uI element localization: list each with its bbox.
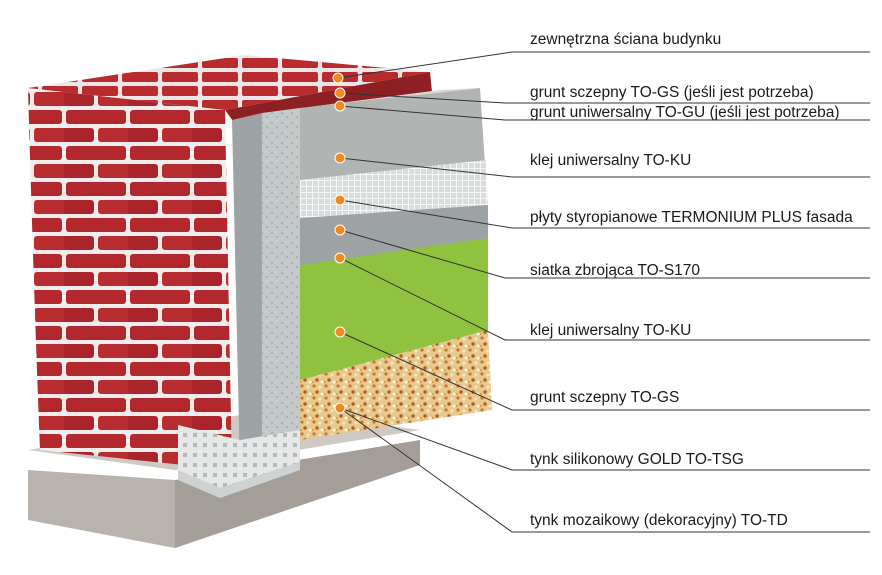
corner-profile xyxy=(178,425,300,488)
brick-wall-top xyxy=(28,55,430,110)
leader-line xyxy=(339,157,870,178)
corner-profile-lip xyxy=(178,462,300,498)
layer-label: zewnętrzna ściana budynku xyxy=(530,31,721,48)
reinforcing-mesh xyxy=(300,160,488,222)
leader-line xyxy=(339,407,870,471)
layer-label: grunt uniwersalny TO-GU (jeśli jest potr… xyxy=(530,104,840,121)
leader-line xyxy=(339,257,870,341)
foundation-side xyxy=(175,440,420,548)
leader-line xyxy=(339,229,870,279)
layer-marker-dot xyxy=(332,72,344,84)
layer-marker-dot xyxy=(334,224,346,236)
leader-line xyxy=(339,105,870,121)
layer-marker-dot xyxy=(334,252,346,264)
layer-label: klej uniwersalny TO-KU xyxy=(530,322,691,339)
layer-marker-dot xyxy=(334,152,346,164)
layer-label: tynk mozaikowy (dekoracyjny) TO-TD xyxy=(530,512,788,529)
layer-label: grunt sczepny TO-GS (jeśli jest potrzeba… xyxy=(530,84,814,101)
layer-marker-dot xyxy=(334,100,346,112)
layer-marker-dot xyxy=(334,326,346,338)
adhesive-layer xyxy=(300,205,488,268)
primer-strip xyxy=(232,113,262,470)
layer-marker-dot xyxy=(334,402,346,414)
leader-line xyxy=(339,92,870,104)
leader-line xyxy=(339,199,870,229)
layer-label: siatka zbrojąca TO-S170 xyxy=(530,262,700,279)
green-primer-layer xyxy=(300,238,488,392)
leader-line xyxy=(339,331,870,411)
foundation-plinth xyxy=(28,470,175,548)
mosaic-plaster-layer xyxy=(300,330,492,440)
layer-label: grunt sczepny TO-GS xyxy=(530,389,679,406)
polystyrene-board-front xyxy=(262,108,300,462)
layer-label: płyty styropianowe TERMONIUM PLUS fasada xyxy=(530,209,853,226)
brick-wall-front xyxy=(28,88,232,470)
layer-marker-dot xyxy=(334,87,346,99)
leader-line xyxy=(337,51,870,79)
leader-line xyxy=(339,407,870,533)
layer-marker-dot xyxy=(334,194,346,206)
layer-label: tynk silikonowy GOLD TO-TSG xyxy=(530,451,744,468)
layer-label: klej uniwersalny TO-KU xyxy=(530,152,691,169)
